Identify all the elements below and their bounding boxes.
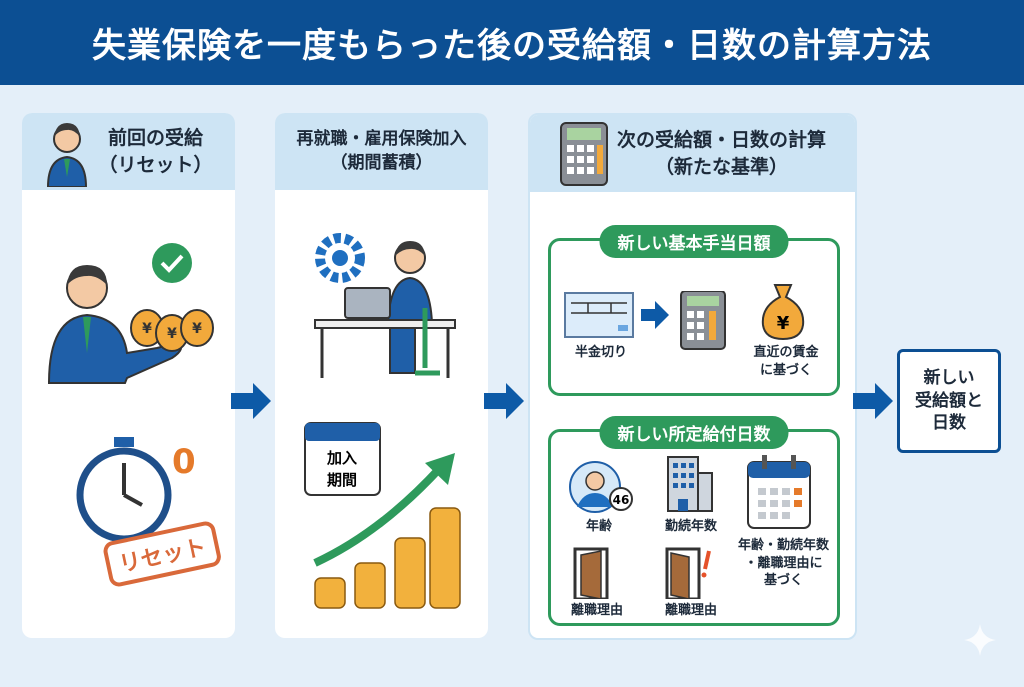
calendar-icon bbox=[747, 455, 811, 529]
svg-text:¥: ¥ bbox=[142, 321, 152, 337]
arrow-right-icon bbox=[484, 383, 524, 419]
label-line: 年齢・勤続年数 bbox=[737, 538, 829, 553]
worker-at-desk-icon bbox=[314, 233, 456, 378]
box-title: 新しい所定給付日数 bbox=[599, 416, 789, 449]
column-header: 次の受給額・日数の計算 （新たな基準） bbox=[530, 115, 855, 192]
box-title: 新しい基本手当日額 bbox=[599, 225, 789, 258]
result-line: 日数 bbox=[932, 413, 966, 434]
yen-money-bag-icon: ¥ bbox=[761, 284, 805, 341]
pay-stub-label: 半金切り bbox=[574, 345, 627, 360]
svg-text:¥: ¥ bbox=[192, 321, 202, 337]
label-line: ・離職理由に bbox=[744, 555, 823, 571]
summary-label: 年齢・勤続年数・離職理由に基づく bbox=[731, 537, 836, 590]
businessman-with-money-bags-icon: ¥ ¥ ¥ bbox=[47, 243, 214, 384]
separation-reason-label: 離職理由 bbox=[570, 603, 623, 618]
arrow-right-icon bbox=[853, 383, 893, 419]
header-line: （期間蓄積） bbox=[330, 152, 433, 173]
result-line: 受給額と bbox=[915, 390, 983, 411]
header-line: 前回の受給 bbox=[107, 126, 203, 149]
paystub-to-calculator-icon bbox=[564, 291, 726, 350]
recent-wage-label: 直近の賃金に基づく bbox=[741, 344, 831, 379]
column-previous-benefit: 前回の受給 （リセット） ¥ ¥ ¥ 0 リセット bbox=[22, 113, 235, 638]
stopwatch-reset-icon: 0 リセット bbox=[76, 437, 221, 587]
age-label: 年齢 bbox=[585, 519, 612, 534]
column-header: 再就職・雇用保険加入 （期間蓄積） bbox=[275, 113, 488, 190]
new-benefit-days-box: 新しい所定給付日数 46 年齢 勤続年数 離職理由 離職理由 年齢・勤続年数・離… bbox=[548, 416, 840, 626]
businessman-icon bbox=[47, 122, 88, 187]
page-title: 失業保険を一度もらった後の受給額・日数の計算方法 bbox=[0, 0, 1024, 85]
open-door-icon bbox=[573, 547, 609, 599]
column-header: 前回の受給 （リセット） bbox=[22, 113, 235, 190]
age-badge: 46 bbox=[613, 493, 630, 507]
header-line: （新たな基準） bbox=[654, 155, 788, 178]
svg-text:¥: ¥ bbox=[777, 313, 790, 334]
calendar-label: 加入 bbox=[326, 449, 357, 467]
person-age-icon: 46 bbox=[569, 461, 633, 513]
svg-text:¥: ¥ bbox=[167, 326, 177, 342]
calendar-label: 期間 bbox=[327, 471, 357, 489]
result-line: 新しい bbox=[923, 367, 975, 388]
door-exclamation-icon bbox=[665, 547, 711, 599]
label-line: に基づく bbox=[759, 362, 812, 378]
result-box: 新しい受給額と日数 bbox=[897, 349, 1001, 453]
column-reemployment: 再就職・雇用保険加入 （期間蓄積） 加入 期間 bbox=[275, 113, 488, 638]
office-building-icon bbox=[667, 456, 713, 512]
label-line: 直近の賃金 bbox=[753, 345, 819, 360]
column-next-calculation: 次の受給額・日数の計算 （新たな基準） 新しい基本手当日額 半金切り ¥ 直近の賃… bbox=[528, 113, 857, 640]
growth-coins-chart-icon: 加入 期間 bbox=[304, 422, 461, 609]
tenure-label: 勤続年数 bbox=[664, 519, 717, 534]
arrow-right-icon bbox=[231, 383, 271, 419]
header-line: （リセット） bbox=[98, 153, 213, 176]
calculator-icon bbox=[559, 121, 608, 186]
reset-badge: 0 bbox=[172, 442, 196, 482]
header-line: 再就職・雇用保険加入 bbox=[296, 128, 467, 149]
sparkle-icon bbox=[964, 624, 996, 656]
separation-reason-label: 離職理由 bbox=[664, 603, 717, 618]
label-line: 基づく bbox=[763, 573, 803, 589]
header-line: 次の受給額・日数の計算 bbox=[616, 128, 826, 151]
new-daily-allowance-box: 新しい基本手当日額 半金切り ¥ 直近の賃金に基づく bbox=[548, 225, 840, 396]
